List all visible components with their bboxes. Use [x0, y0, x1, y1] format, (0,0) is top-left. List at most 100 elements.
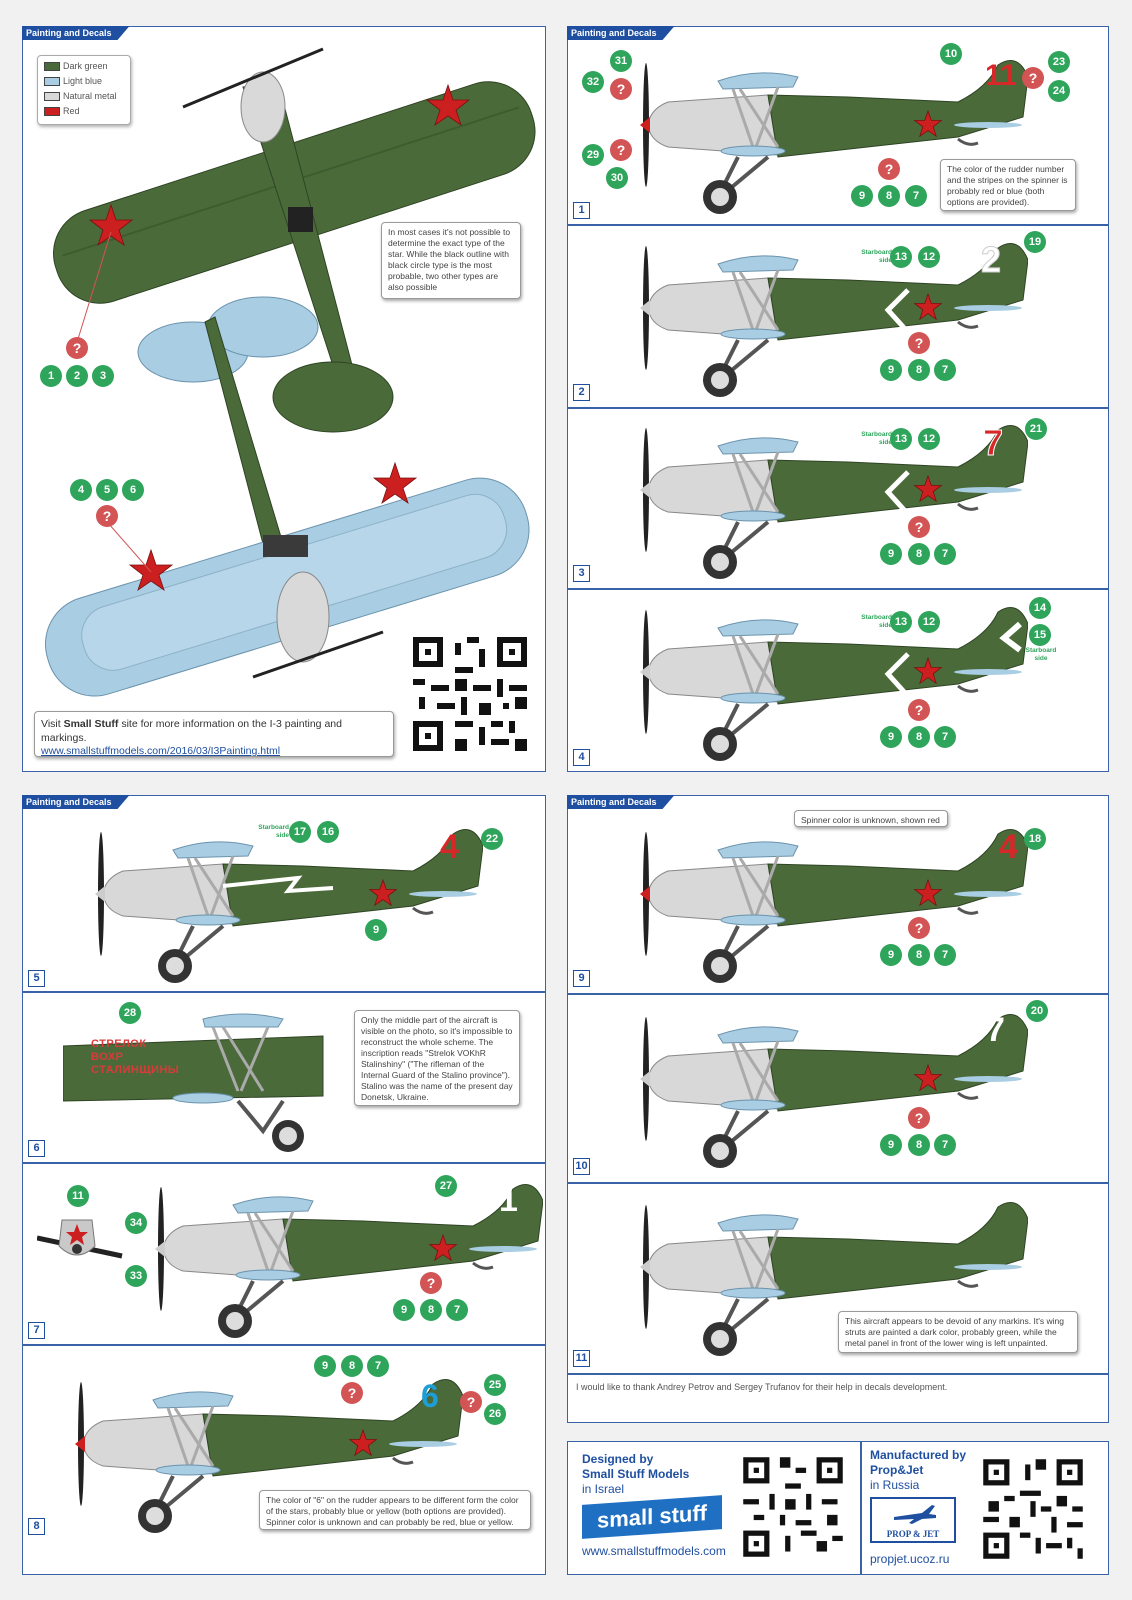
fuselage-star	[913, 878, 943, 907]
tailplane	[409, 891, 477, 897]
callout-decal-8: 8	[908, 359, 930, 381]
tail-skid	[472, 1261, 494, 1270]
prop-jet-logo[interactable]: PROP & JET	[870, 1497, 956, 1543]
fuselage-chevron	[884, 652, 910, 696]
callout-decal-7: 7	[934, 359, 956, 381]
spinner	[640, 1259, 650, 1275]
callout-decal-9: 9	[880, 543, 902, 565]
profile-11-aircraft	[640, 1202, 1028, 1356]
callout-decal-17: 17	[289, 821, 311, 843]
callout-decal-2: 2	[66, 365, 88, 387]
starboard-side-label: Starboard side	[1025, 647, 1057, 662]
profiles-panel-1-4: Painting and Decals 11 1 31 32 ? ? 29 30…	[567, 26, 1109, 772]
tailplane	[389, 1441, 457, 1447]
callout-decal-19: 19	[1024, 231, 1046, 253]
visit-url-link[interactable]: www.smallstuffmodels.com/2016/03/I3Paint…	[41, 745, 281, 758]
tailplane	[469, 1246, 537, 1252]
upper-wing	[717, 619, 799, 637]
qr-code-maker[interactable]	[978, 1454, 1088, 1564]
fuselage	[767, 829, 1028, 927]
callout-decal-15: 15	[1029, 624, 1051, 646]
spinner	[640, 664, 650, 680]
callout-decal-23: 23	[1048, 51, 1070, 73]
callout-question-mark: ?	[610, 78, 632, 100]
legend-label: Red	[63, 106, 80, 116]
callout-decal-18: 18	[1024, 828, 1046, 850]
designed-by-label: Designed by	[582, 1452, 654, 1466]
wheel-hub	[279, 1127, 297, 1145]
profile-number: 9	[573, 970, 590, 987]
fuselage-star	[348, 1428, 378, 1457]
profile-7-aircraft	[155, 1184, 543, 1338]
legend-swatch	[44, 107, 60, 117]
profile-number: 1	[573, 202, 590, 219]
legend-label: Light blue	[63, 76, 103, 86]
maker-url-link[interactable]: propjet.ucoz.ru	[870, 1552, 950, 1566]
upper-wing	[717, 1026, 799, 1044]
legend-item: Light blue	[44, 76, 124, 91]
divider	[23, 991, 545, 993]
callout-decal-11: 11	[67, 1185, 89, 1207]
callout-decal-7: 7	[367, 1355, 389, 1377]
spinner-color-note: Spinner color is unknown, shown red	[794, 810, 948, 827]
prop-jet-logo-text: PROP & JET	[886, 1529, 940, 1539]
fuselage-star	[368, 878, 398, 907]
legend-item: Dark green	[44, 61, 124, 76]
tail-number: 4	[999, 828, 1018, 866]
upper-wing	[152, 1391, 234, 1409]
profile-number: 4	[573, 749, 590, 766]
callout-decal-29: 29	[582, 144, 604, 166]
profile-number: 7	[28, 1322, 45, 1339]
spinner	[75, 1436, 85, 1452]
callout-decal-8: 8	[878, 185, 900, 207]
wheel-hub	[711, 1142, 729, 1160]
section-tag: Painting and Decals	[567, 26, 675, 40]
lower-wing	[720, 1099, 786, 1111]
wing-struts	[166, 1405, 215, 1467]
designer-url-link[interactable]: www.smallstuffmodels.com	[582, 1544, 726, 1558]
profile-number: 2	[573, 384, 590, 401]
callout-decal-9: 9	[880, 1134, 902, 1156]
tail-skid	[412, 906, 434, 915]
callout-decal-6: 6	[122, 479, 144, 501]
fuselage-inscription: СТРЕЛОК ВОХР СТАЛИНЩИНЫ	[91, 1038, 180, 1077]
callout-decal-10: 10	[940, 43, 962, 65]
rudder-color-note: The color of "6" on the rudder appears t…	[259, 1490, 531, 1530]
callout-decal-8: 8	[420, 1299, 442, 1321]
section-tag: Painting and Decals	[22, 795, 130, 809]
starboard-side-label: Starboard side	[861, 249, 892, 264]
callout-decal-7: 7	[934, 944, 956, 966]
spinner	[640, 117, 650, 133]
callout-question-mark: ?	[610, 139, 632, 161]
tailplane	[954, 1264, 1022, 1270]
designer-name: Small Stuff Models	[582, 1467, 690, 1481]
callout-question-mark: ?	[460, 1391, 482, 1413]
tail-number: 7	[986, 1011, 1005, 1049]
tail-skid	[957, 137, 979, 146]
callout-decal-13: 13	[890, 246, 912, 268]
tail-chevron	[999, 621, 1022, 653]
profile-number: 6	[28, 1140, 45, 1157]
callout-decal-22: 22	[481, 828, 503, 850]
spinner	[640, 1071, 650, 1087]
tail-skid	[957, 1279, 979, 1288]
callout-question-mark: ?	[420, 1272, 442, 1294]
qr-code[interactable]	[407, 631, 533, 757]
upper-wing	[717, 255, 799, 273]
callout-decal-4: 4	[70, 479, 92, 501]
wheel-hub	[146, 1507, 164, 1525]
lower-wing	[175, 914, 241, 926]
tail-number: 4	[440, 828, 459, 866]
fuselage	[767, 243, 1028, 341]
qr-code-designer[interactable]	[738, 1452, 848, 1562]
small-stuff-logo[interactable]: small stuff	[582, 1495, 722, 1539]
landing-gear	[236, 1099, 285, 1135]
callout-decal-9: 9	[880, 726, 902, 748]
callout-decal-25: 25	[484, 1374, 506, 1396]
starboard-side-label: Starboard side	[861, 431, 892, 446]
wheel-hub	[166, 957, 184, 975]
lower-wing	[172, 1092, 234, 1104]
upper-wing	[717, 72, 799, 90]
profile-number: 11	[573, 1350, 590, 1367]
callout-decal-30: 30	[606, 167, 628, 189]
